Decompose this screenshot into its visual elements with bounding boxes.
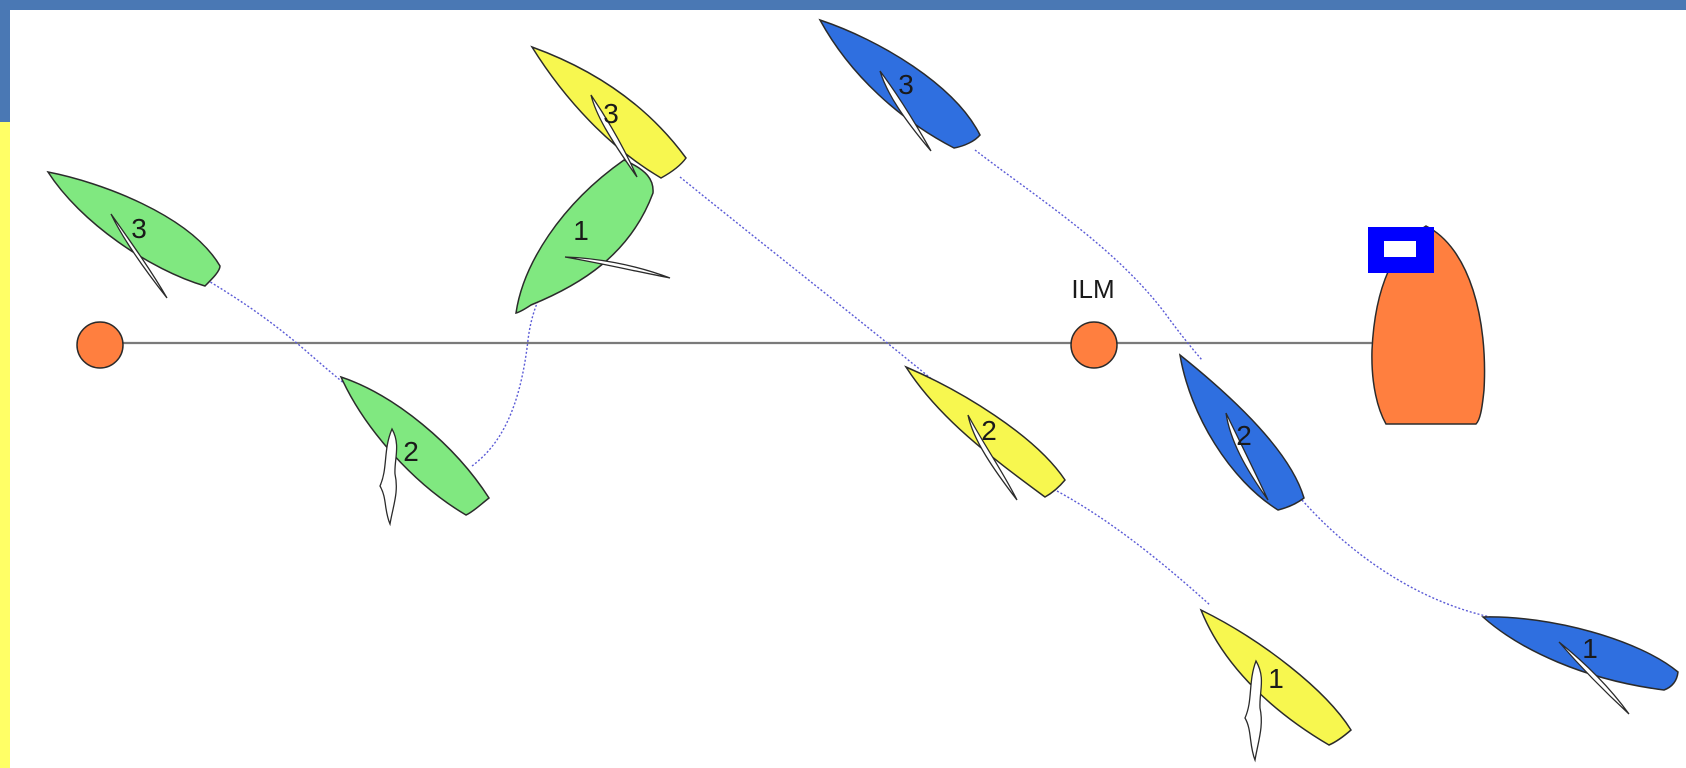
yellow-boat-2: 2 bbox=[904, 365, 1066, 501]
green-boat-3: 3 bbox=[46, 170, 221, 299]
blue-boat-1-label: 1 bbox=[1582, 633, 1598, 664]
yellow-boat-3: 3 bbox=[530, 45, 687, 179]
blue-boat-2-label: 2 bbox=[1236, 420, 1252, 451]
left-strip-yellow bbox=[0, 122, 10, 768]
yellow-boat-3-label: 3 bbox=[603, 98, 619, 129]
blue-boat-2: 2 bbox=[1178, 353, 1305, 511]
blue-boat-3-label: 3 bbox=[898, 69, 914, 100]
blue-boat-3: 3 bbox=[818, 18, 981, 152]
green-boat-1: 1 bbox=[515, 159, 671, 314]
green-boat-1-label: 1 bbox=[573, 215, 589, 246]
blue-track-2-to-1 bbox=[1301, 499, 1496, 619]
yellow-boat-1: 1 bbox=[1199, 608, 1352, 763]
yellow-boat-2-label: 2 bbox=[981, 415, 997, 446]
left-strip-blue bbox=[0, 10, 10, 122]
green-boat-2-label: 2 bbox=[403, 436, 419, 467]
ilm-label: ILM bbox=[1071, 274, 1114, 304]
start-pin-mark bbox=[76, 321, 124, 369]
header-bar bbox=[0, 0, 1686, 10]
yellow-boat-1-label: 1 bbox=[1268, 663, 1284, 694]
committee-boat bbox=[1368, 225, 1486, 425]
yellow-track-2-to-1 bbox=[1056, 490, 1211, 606]
green-track-3-to-2 bbox=[206, 279, 366, 401]
blue-boat-1: 1 bbox=[1481, 616, 1679, 715]
blue-track-3-to-2 bbox=[974, 149, 1203, 361]
green-boat-2: 2 bbox=[339, 375, 491, 527]
ilm-mark bbox=[1070, 321, 1118, 369]
green-boat-3-label: 3 bbox=[131, 213, 147, 244]
green-track-2-to-1 bbox=[471, 284, 546, 467]
yellow-track-3-to-2 bbox=[679, 176, 946, 391]
